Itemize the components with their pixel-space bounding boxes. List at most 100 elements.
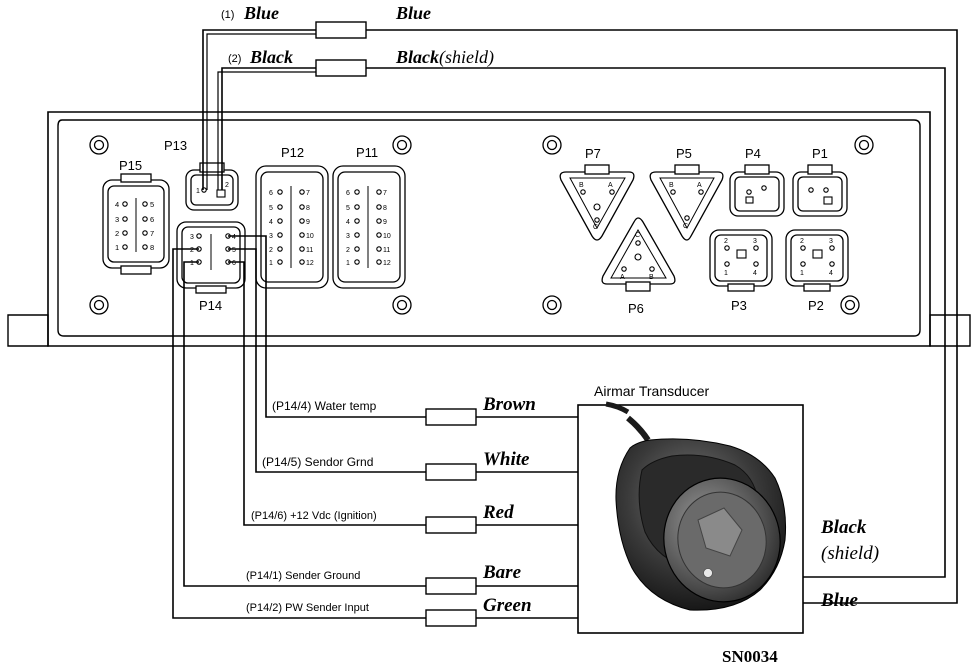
connector-p11: 6 5 4 3 2 1 7 8 9 10 11 12 P11 (332, 145, 406, 289)
wire-color-label: Bare (482, 562, 522, 583)
p11-pins (354, 189, 382, 265)
mounting-flange (7, 314, 971, 347)
wire-color-label: White (483, 449, 530, 470)
wire-color-label: Black (249, 47, 293, 67)
p14-pin-label: 3 (190, 234, 194, 241)
connector-p3: 2 3 1 4 P3 (709, 229, 773, 313)
wire-black-top (221, 67, 946, 578)
connector-label: P7 (585, 146, 601, 161)
connector-label: P14 (199, 298, 222, 313)
wire-color-label: Blue (243, 3, 279, 23)
p11-pin-label: 3 (346, 233, 350, 240)
wire-white (228, 248, 578, 473)
connector-p4: P4 (729, 146, 785, 217)
wire-label-marker (425, 577, 477, 595)
p13-pin-label: 1 (196, 188, 200, 195)
p12-pin-label: 1 (269, 260, 273, 267)
p6-pin-label: B (649, 274, 654, 281)
screw-icon (542, 295, 562, 315)
p5-pin-label: B (669, 182, 674, 189)
wire-label-marker (425, 408, 477, 426)
screw-icon (89, 135, 109, 155)
connector-label: P13 (164, 138, 187, 153)
p14-pin-label: 2 (190, 247, 194, 254)
connector-p1: P1 (792, 146, 848, 217)
p12-pin-label: 2 (269, 247, 273, 254)
part-number: SN0034 (722, 647, 778, 666)
p15-pin-label: 5 (150, 200, 154, 209)
p11-pin-label: 9 (383, 219, 387, 226)
connector-label: P15 (119, 158, 142, 173)
wire-green (172, 248, 578, 619)
sensor-wires: (P14/4) Water temp (P14/5) Sendor Grnd (… (172, 235, 578, 627)
wire-label-marker (315, 21, 367, 39)
p12-pin-label: 5 (269, 205, 273, 212)
p5-pin-label: A (697, 182, 702, 189)
screw-icon (392, 135, 412, 155)
connector-p7: B A C P7 (559, 146, 635, 241)
p3-pin-label: 3 (753, 238, 757, 245)
screw-icons (89, 135, 874, 315)
p2-pin-label: 2 (800, 238, 804, 245)
p3-pin-label: 1 (724, 270, 728, 277)
p11-pin-label: 8 (383, 205, 387, 212)
top-wires: (1) Blue Blue (2) Black Black(shield) (202, 3, 958, 604)
p12-pin-label: 9 (306, 219, 310, 226)
right-wire-label: Black (820, 517, 867, 538)
wire-description: (P14/1) Sender Ground (246, 570, 360, 582)
wire-number: (1) (221, 9, 234, 21)
connector-label: P6 (628, 301, 644, 316)
connector-p5: B A C P5 (649, 146, 724, 241)
p11-pin-label: 4 (346, 219, 350, 226)
p6-pin-label: C (635, 232, 640, 239)
p12-pin-label: 11 (306, 247, 313, 254)
wire-brown (228, 235, 578, 418)
wire-black-top-inner (217, 71, 316, 190)
p2-pin-label: 3 (829, 238, 833, 245)
connector-p15: 4 3 2 1 5 6 7 8 P15 (102, 158, 170, 275)
p11-pin-label: 6 (346, 190, 350, 197)
wire-color-label: Blue (395, 3, 431, 23)
p15-pin-label: 3 (115, 215, 119, 224)
wire-color-label: Green (483, 595, 532, 616)
right-wire-label: Blue (820, 590, 859, 611)
screw-icon (89, 295, 109, 315)
p2-pin-label: 1 (800, 270, 804, 277)
wire-bare (183, 261, 578, 587)
wire-color-label: Brown (482, 394, 536, 415)
p11-pin-label: 10 (383, 233, 391, 240)
p13-pin-label: 2 (225, 182, 229, 189)
p11-pin-label: 1 (346, 260, 350, 267)
wire-blue-top (202, 29, 958, 604)
p15-pin-label: 6 (150, 215, 154, 224)
screw-icon (840, 295, 860, 315)
connector-label: P3 (731, 298, 747, 313)
wire-description: (P14/4) Water temp (272, 399, 377, 413)
transducer-title: Airmar Transducer (594, 383, 709, 399)
wire-label-marker (425, 609, 477, 627)
p12-pin-label: 4 (269, 219, 273, 226)
connector-label: P4 (745, 146, 761, 161)
p15-pin-label: 2 (115, 229, 119, 238)
p12-pin-label: 3 (269, 233, 273, 240)
p14-pin-label: 5 (232, 247, 236, 254)
wire-red (228, 261, 578, 526)
connector-p14: 3 2 1 4 5 6 P14 (176, 221, 246, 313)
p12-pin-label: 6 (269, 190, 273, 197)
wire-number: (2) (228, 53, 241, 65)
p12-pin-label: 8 (306, 205, 310, 212)
p2-pin-label: 4 (829, 270, 833, 277)
connector-p12: 6 5 4 3 2 1 7 8 9 10 11 12 P12 (255, 145, 329, 289)
screw-icon (542, 135, 562, 155)
connector-label: P12 (281, 145, 304, 160)
wire-color-label: Black(shield) (395, 47, 494, 68)
p5-pin-label: C (683, 223, 688, 230)
p12-pin-label: 10 (306, 233, 314, 240)
wire-description: (P14/2) PW Sender Input (246, 602, 369, 614)
wire-label-marker (425, 516, 477, 534)
transducer-photo (605, 401, 787, 611)
p12-pin-label: 7 (306, 190, 310, 197)
p15-pin-label: 8 (150, 243, 154, 252)
p3-pin-label: 4 (753, 270, 757, 277)
